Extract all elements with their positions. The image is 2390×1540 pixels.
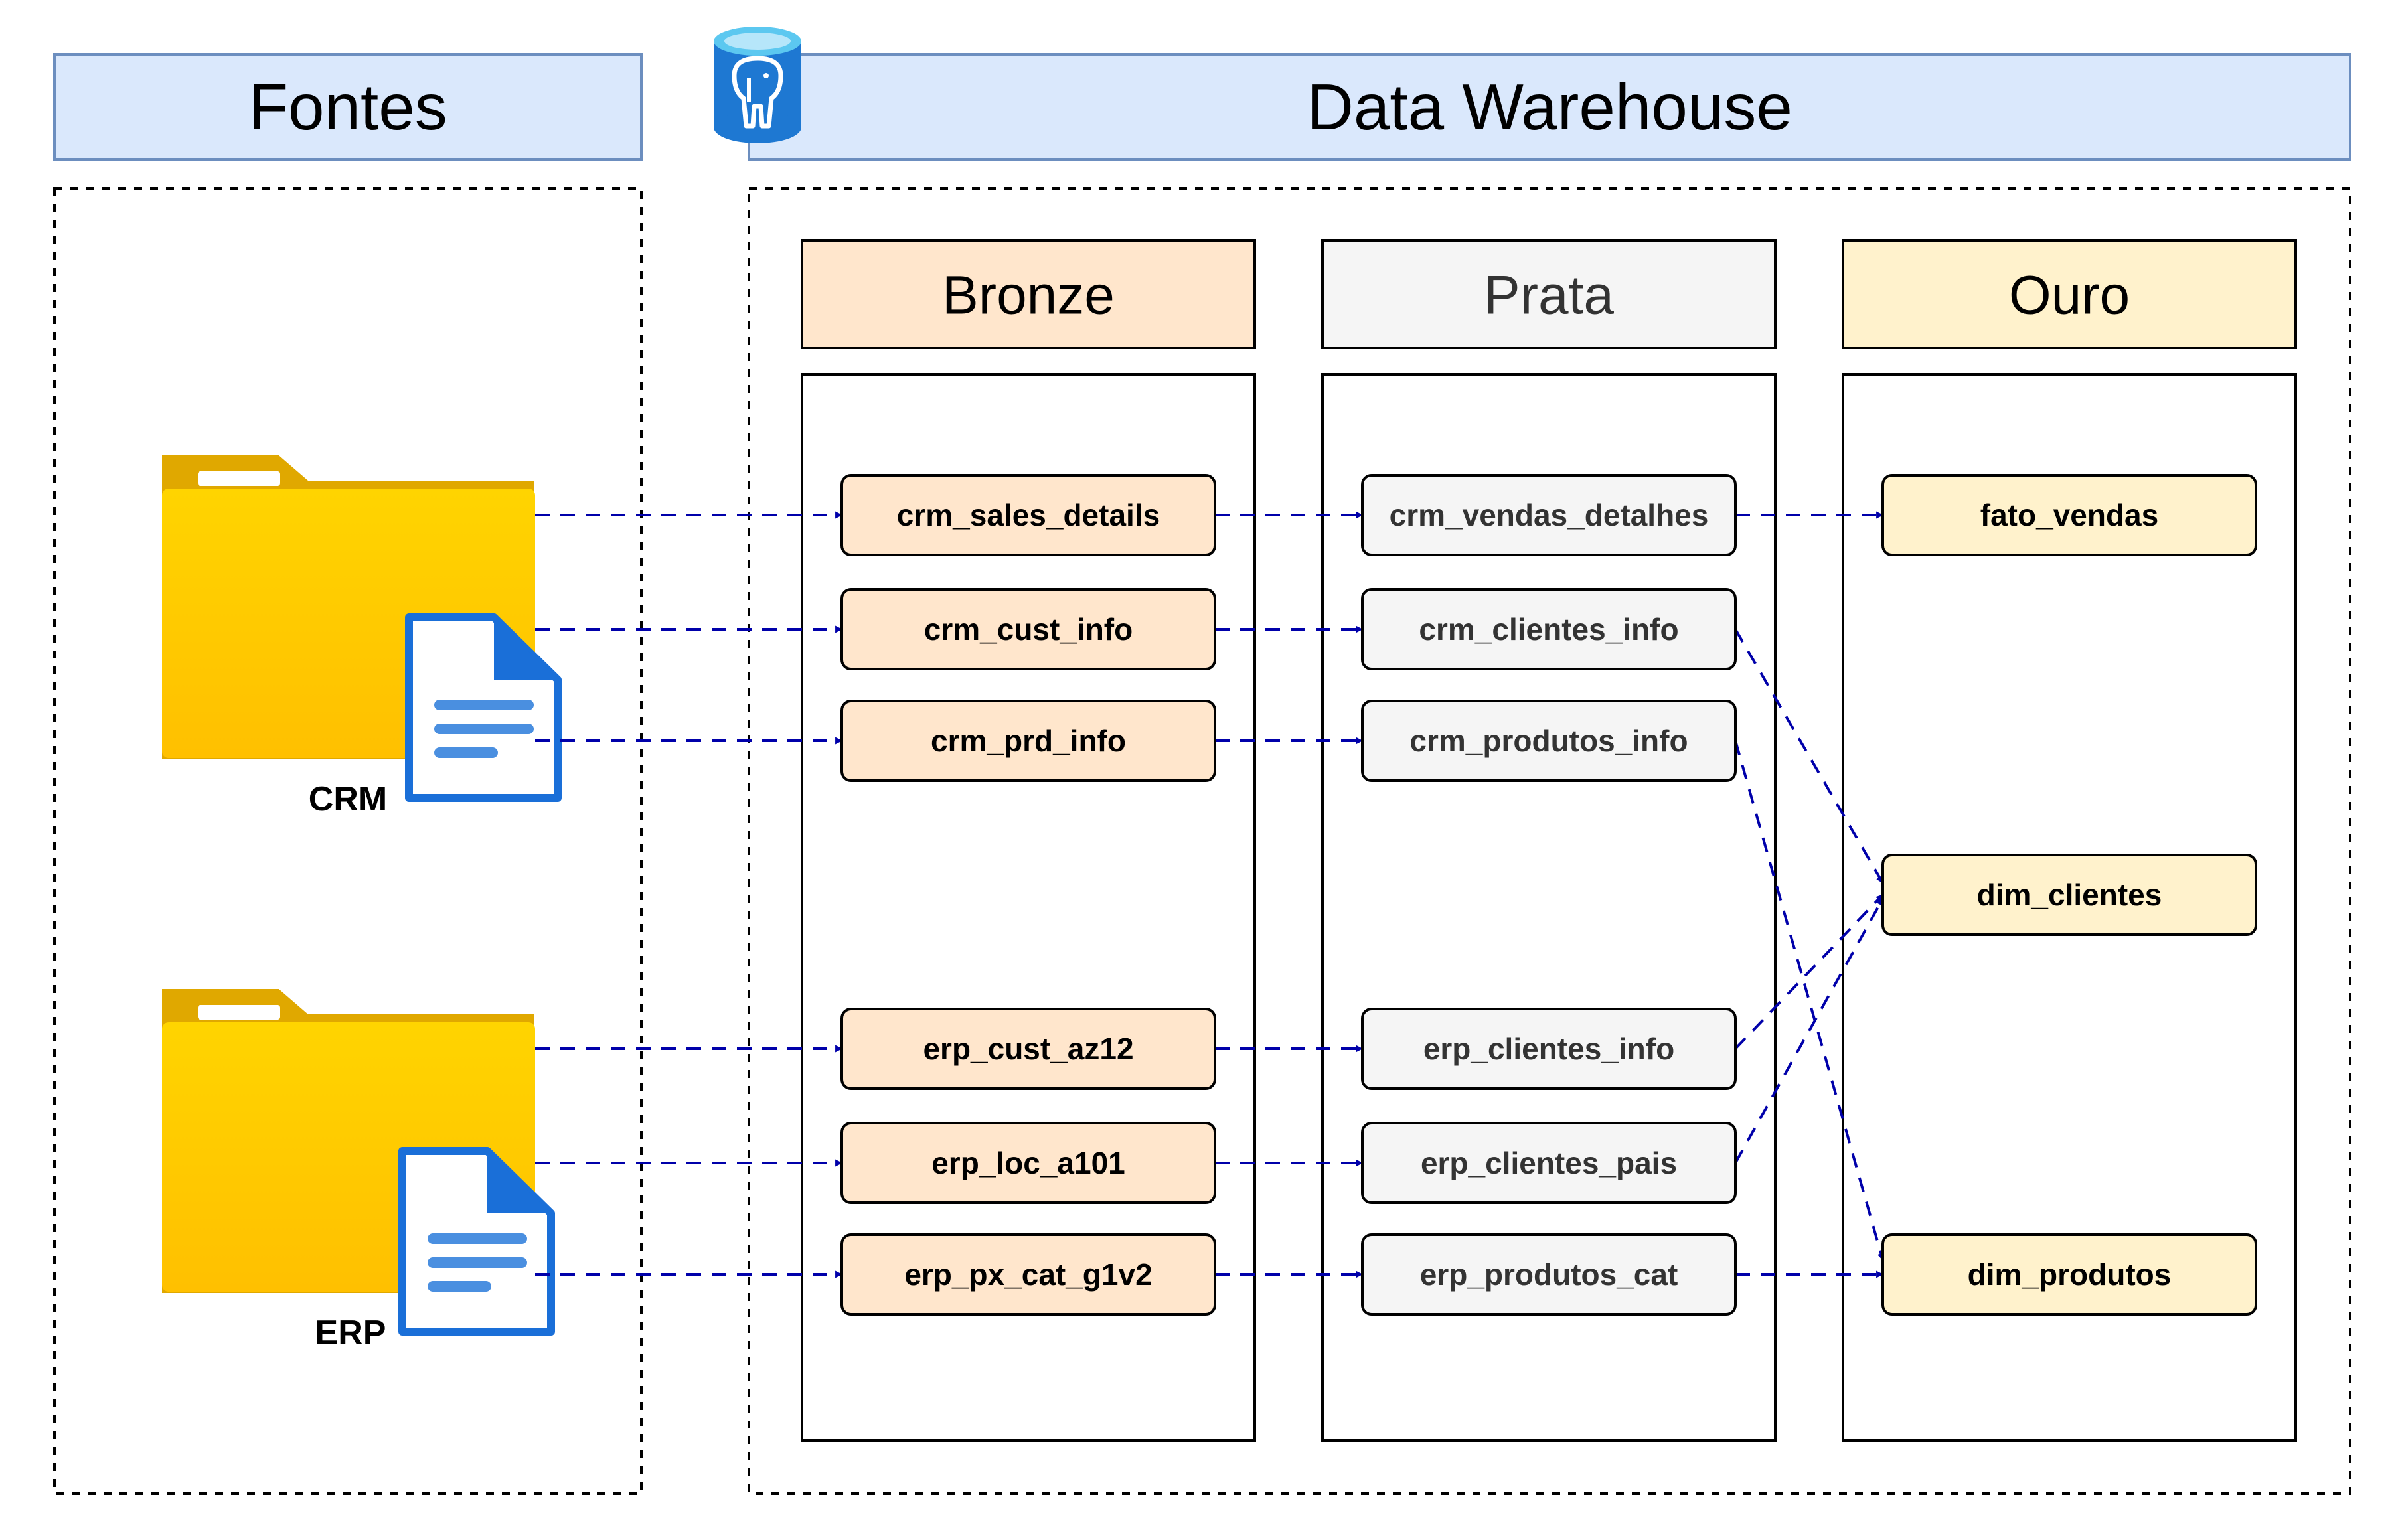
fontes-title: Fontes [248,70,447,143]
table-label: crm_produtos_info [1409,724,1688,758]
table-node-erp-loc-a101: erp_loc_a101 [840,1122,1216,1204]
table-node-erp-cust-az12: erp_cust_az12 [840,1008,1216,1090]
table-node-fato-vendas: fato_vendas [1881,474,2257,556]
table-node-crm-sales-details: crm_sales_details [840,474,1216,556]
table-node-crm-produtos-info: crm_produtos_info [1361,700,1737,782]
crm-source-label: CRM [309,780,387,818]
ouro-title: Ouro [2009,266,2130,326]
fontes-panel [53,187,643,1495]
table-label: crm_vendas_detalhes [1390,498,1709,532]
table-label: erp_produtos_cat [1420,1257,1678,1292]
table-label: erp_clientes_info [1423,1032,1674,1066]
bronze-column [801,373,1256,1442]
warehouse-header: Data Warehouse [748,53,2351,161]
table-label: crm_sales_details [897,498,1160,532]
table-label: erp_clientes_pais [1421,1146,1677,1180]
arrow-prata-to-dim-clientes [1734,628,1884,884]
warehouse-panel [748,187,2351,1495]
table-label: dim_clientes [1977,878,2162,912]
table-node-crm-vendas-detalhes: crm_vendas_detalhes [1361,474,1737,556]
crm-folder-document-icon [162,455,562,802]
table-label: erp_loc_a101 [931,1146,1125,1180]
table-label: crm_clientes_info [1419,612,1678,647]
ouro-column [1842,373,2297,1442]
table-node-erp-clientes-info: erp_clientes_info [1361,1008,1737,1090]
prata-column-header: Prata [1321,239,1777,349]
prata-column [1321,373,1777,1442]
fontes-header: Fontes [53,53,643,161]
table-label: erp_px_cat_g1v2 [904,1257,1152,1292]
table-node-erp-clientes-pais: erp_clientes_pais [1361,1122,1737,1204]
arrow-prata-to-dim-clientes [1734,893,1884,1050]
bronze-title: Bronze [942,266,1115,326]
postgres-database-icon [714,27,801,143]
table-label: fato_vendas [1980,498,2158,532]
prata-title: Prata [1484,266,1614,326]
arrow-prata-to-dim-produtos [1734,740,1885,1261]
table-label: dim_produtos [1968,1257,2172,1292]
erp-source-label: ERP [315,1314,386,1352]
table-node-crm-cust-info: crm_cust_info [840,588,1216,670]
table-node-dim-produtos: dim_produtos [1881,1233,2257,1316]
table-node-dim-clientes: dim_clientes [1881,854,2257,936]
table-label: erp_cust_az12 [923,1032,1133,1066]
prata-tables: crm_vendas_detalhes crm_clientes_info crm_… [1361,474,1737,1316]
table-node-erp-produtos-cat: erp_produtos_cat [1361,1233,1737,1316]
table-node-crm-prd-info: crm_prd_info [840,700,1216,782]
ouro-tables: fato_vendas dim_clientes dim_produtos [1881,474,2257,1316]
table-label: crm_cust_info [924,612,1133,647]
warehouse-title: Data Warehouse [1307,70,1792,143]
arrow-prata-to-dim-clientes [1734,898,1884,1164]
ouro-column-header: Ouro [1842,239,2297,349]
table-label: crm_prd_info [931,724,1126,758]
flow-arrows [535,511,1885,1278]
bronze-column-header: Bronze [801,239,1256,349]
bronze-tables: crm_sales_details crm_cust_info crm_prd_in… [840,474,1216,1316]
table-node-crm-clientes-info: crm_clientes_info [1361,588,1737,670]
table-node-erp-px-cat-g1v2: erp_px_cat_g1v2 [840,1233,1216,1316]
erp-folder-document-icon [162,989,555,1336]
